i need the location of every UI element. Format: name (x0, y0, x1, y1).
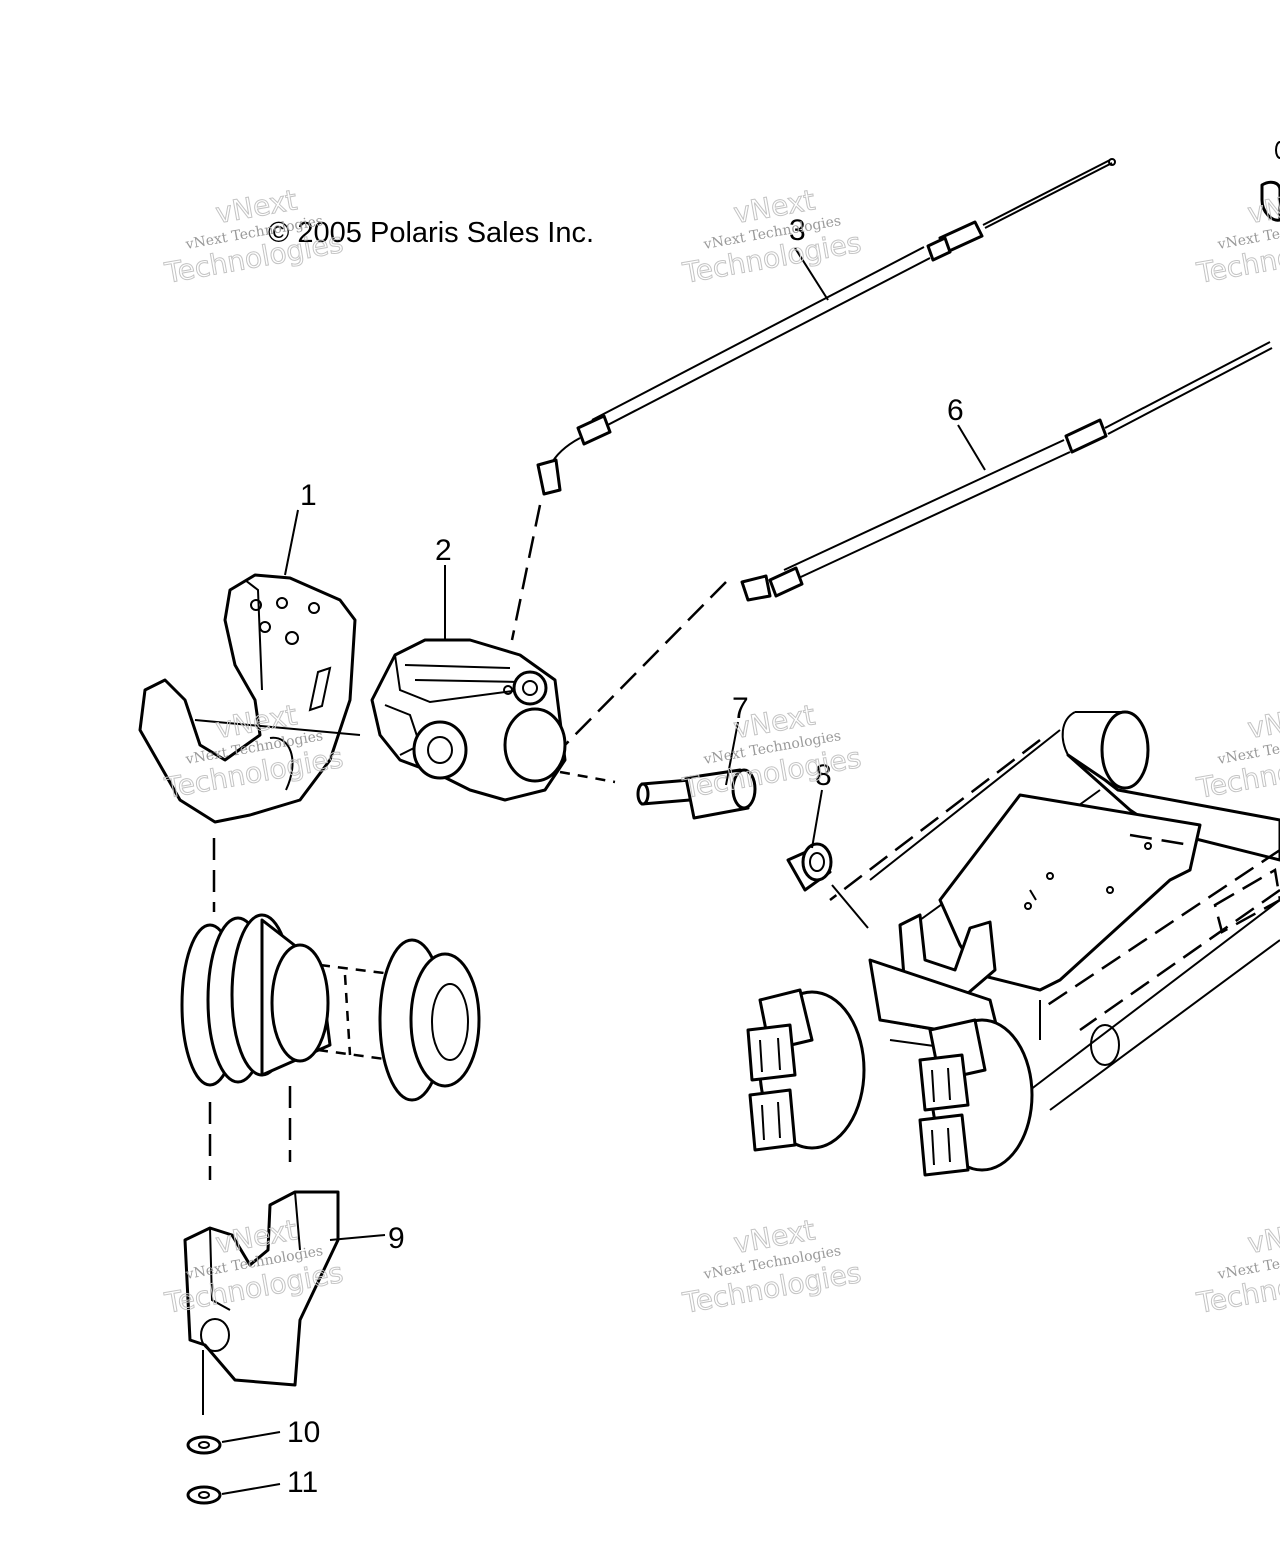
watermark-6: vNext vNext Technologies Technologies (1193, 698, 1280, 806)
callout-7: 7 (732, 692, 749, 725)
part-6-cable[interactable] (740, 341, 1273, 602)
part-11-washer[interactable] (186, 1485, 222, 1505)
leader-1 (284, 509, 299, 576)
leader-10 (221, 1431, 281, 1443)
dash-cable6-to-caliper (564, 581, 727, 746)
swing-arm-frame[interactable] (829, 710, 1280, 1111)
copyright-text: © 2005 Polaris Sales Inc. (268, 217, 594, 249)
hub-assembly[interactable] (180, 913, 481, 1102)
swing-arm-right-clamp[interactable] (918, 1018, 1034, 1177)
watermark-3: vNext vNext Technologies Technologies (1193, 183, 1280, 291)
watermark-2: vNext vNext Technologies Technologies (679, 183, 864, 291)
callout-11: 11 (287, 1466, 318, 1499)
dash-cable3-to-caliper (510, 504, 542, 641)
callout-9: 9 (388, 1222, 405, 1255)
part-7-pin[interactable] (636, 768, 757, 820)
part-10-washer[interactable] (186, 1435, 222, 1455)
watermark-4: vNext vNext Technologies Technologies (161, 698, 346, 806)
watermark-5: vNext vNext Technologies Technologies (679, 698, 864, 806)
callout-8: 8 (815, 759, 832, 792)
leader-8 (811, 789, 823, 849)
partial-part-top-right (1260, 141, 1280, 222)
part-1-bracket[interactable] (138, 573, 361, 824)
watermark-9: vNext vNext Technologies Technologies (1193, 1213, 1280, 1321)
leader-11 (221, 1483, 281, 1495)
part-8-bushing[interactable] (786, 842, 869, 929)
leader-3 (794, 247, 829, 301)
svg-text:vNext: vNext (1245, 1213, 1280, 1260)
leader-7 (725, 721, 739, 786)
part-9-clamp[interactable] (183, 1190, 340, 1387)
leader-9 (329, 1234, 386, 1241)
part-3-cable[interactable] (536, 158, 1116, 496)
watermark-8: vNext vNext Technologies Technologies (679, 1213, 864, 1321)
callout-1: 1 (300, 479, 317, 512)
dash-caliper-to-pin (559, 770, 616, 784)
callout-6: 6 (947, 394, 964, 427)
callout-3: 3 (789, 214, 806, 247)
svg-text:vNext: vNext (1245, 698, 1280, 745)
watermark-1: vNext vNext Technologies Technologies (161, 183, 346, 291)
part-2-caliper[interactable] (370, 638, 567, 802)
callout-2: 2 (435, 534, 452, 567)
leader-6 (957, 424, 986, 471)
callout-10: 10 (287, 1416, 320, 1449)
swing-arm-left-clamp[interactable] (746, 988, 866, 1152)
